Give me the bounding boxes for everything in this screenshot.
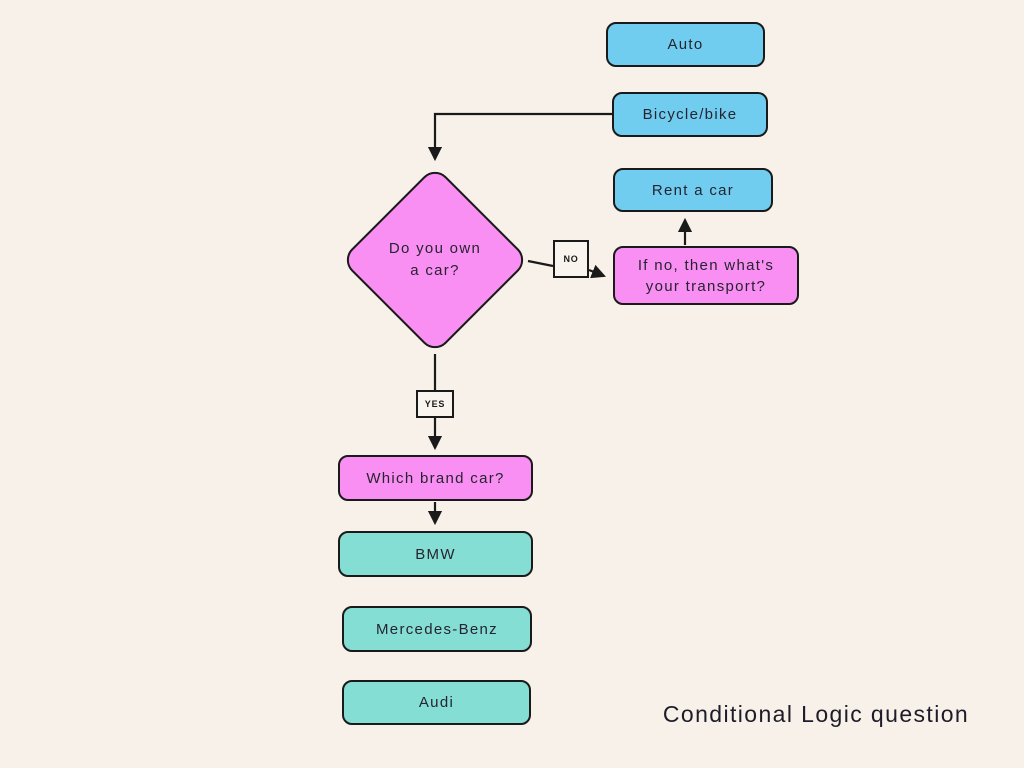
node-transport-question[interactable]: If no, then what's your transport? — [613, 246, 799, 305]
node-which-brand-car-label: Which brand car? — [366, 469, 505, 487]
node-bicycle-bike[interactable]: Bicycle/bike — [612, 92, 768, 137]
node-bmw-label: BMW — [415, 545, 456, 563]
decision-label-line1: Do you own — [388, 240, 482, 257]
node-transport-label-line2: your transport? — [645, 277, 767, 295]
node-auto-label: Auto — [667, 36, 704, 53]
diagram-title: Conditional Logic question — [662, 701, 970, 727]
node-mercedes-benz[interactable]: Mercedes-Benz — [342, 606, 532, 652]
node-audi[interactable]: Audi — [342, 680, 531, 725]
edge-label-no[interactable]: NO — [553, 240, 589, 278]
node-rent-a-car-label: Rent a car — [651, 181, 735, 199]
node-which-brand-car[interactable]: Which brand car? — [338, 455, 533, 501]
node-mercedes-benz-label: Mercedes-Benz — [376, 620, 498, 638]
node-transport-label-line1: If no, then what's — [637, 256, 775, 274]
node-audi-label: Audi — [418, 694, 455, 711]
edge-label-yes-text: YES — [424, 399, 446, 409]
node-rent-a-car[interactable]: Rent a car — [613, 168, 773, 212]
node-bmw[interactable]: BMW — [338, 531, 533, 577]
edge-label-no-text: NO — [563, 254, 579, 264]
node-bicycle-bike-label: Bicycle/bike — [642, 106, 738, 123]
decision-label-line2: a car? — [410, 262, 460, 279]
node-auto[interactable]: Auto — [606, 22, 765, 67]
edge-label-yes[interactable]: YES — [416, 390, 454, 418]
decision-node-own-car-label: Do you own a car? — [360, 238, 510, 282]
